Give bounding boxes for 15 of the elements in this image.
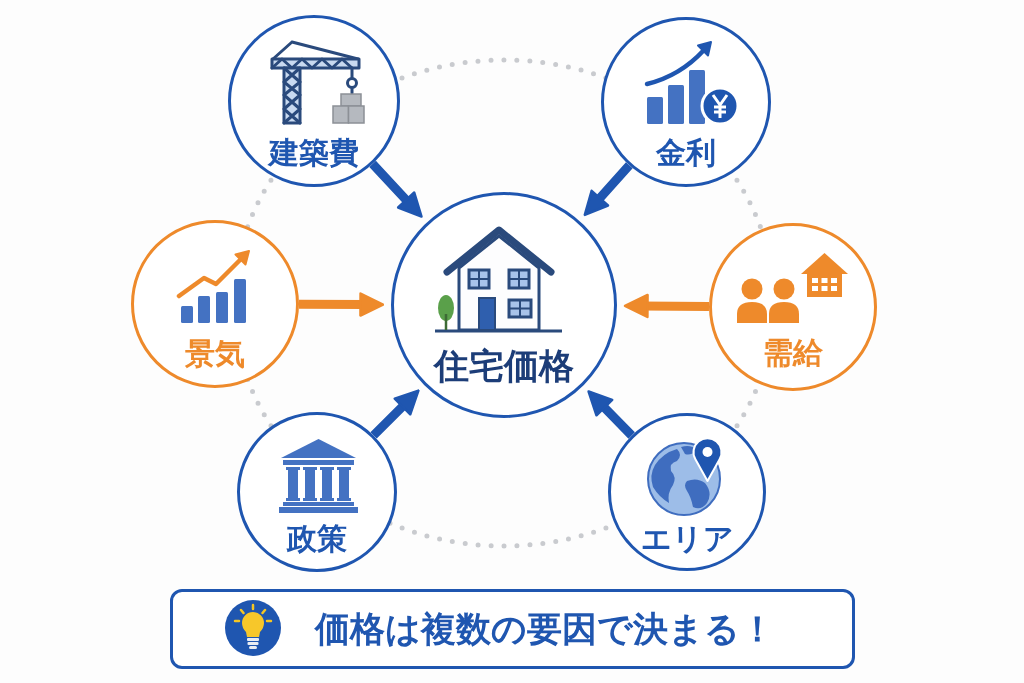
- arrow: [585, 388, 635, 439]
- arrow: [299, 292, 385, 317]
- circle-label: 金利: [656, 135, 716, 171]
- circle-label: 需給: [763, 335, 823, 371]
- center-label: 住宅価格: [434, 345, 574, 387]
- summary-box: [170, 589, 855, 669]
- circle-label: 景気: [185, 336, 245, 372]
- arrow: [623, 293, 710, 319]
- arrow: [581, 162, 633, 218]
- arrow: [370, 387, 422, 439]
- circle-label: 政策: [287, 521, 347, 557]
- summary-text: 価格は複数の要因で決まる！: [315, 608, 775, 650]
- arrow: [369, 160, 425, 220]
- circle-label: エリア: [640, 521, 734, 557]
- circle-label: 建築費: [269, 135, 359, 171]
